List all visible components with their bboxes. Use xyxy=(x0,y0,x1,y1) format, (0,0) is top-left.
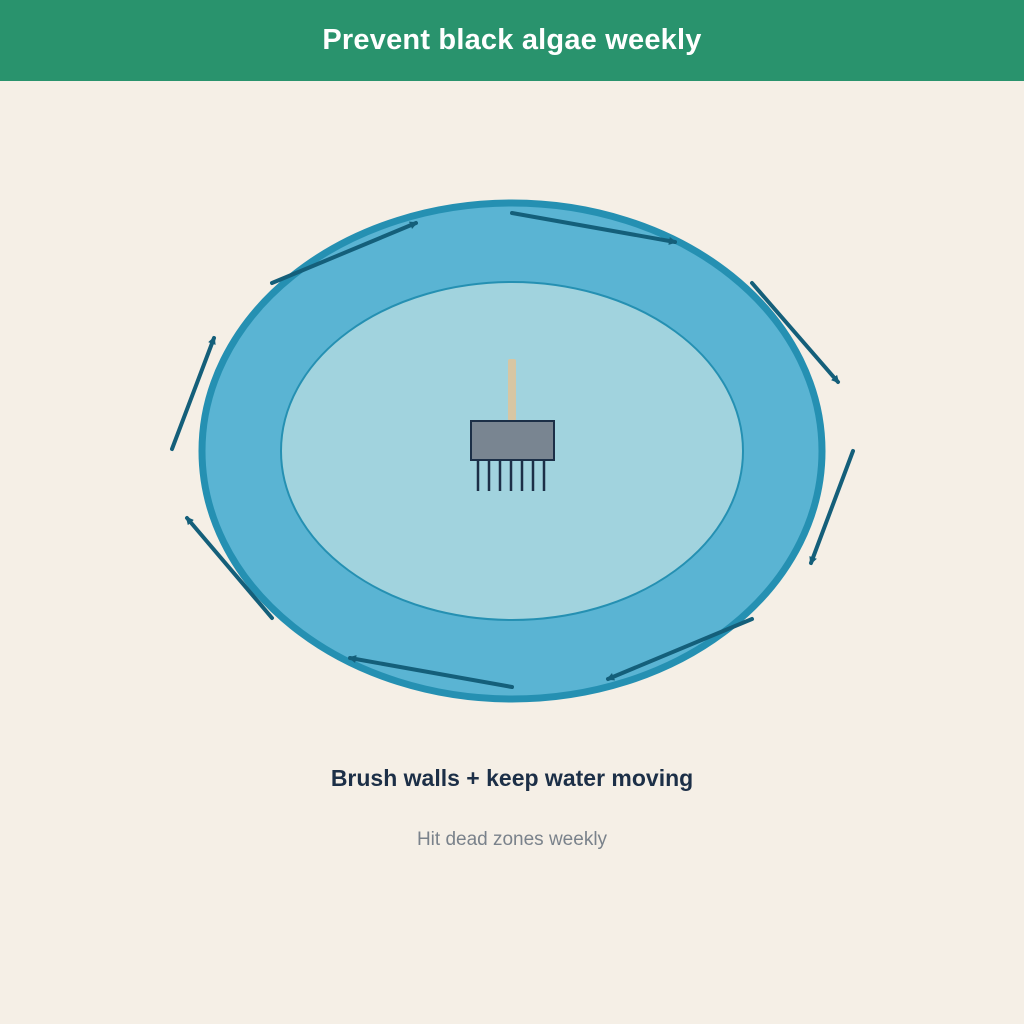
flow-arrow-icon xyxy=(185,516,274,620)
flow-arrow-icon xyxy=(170,336,216,451)
caption-main: Brush walls + keep water moving xyxy=(330,765,694,791)
flow-arrow-icon xyxy=(510,211,677,245)
flow-arrow-icon xyxy=(270,221,418,285)
brush-head xyxy=(470,420,555,461)
pool-brush-icon xyxy=(470,359,555,491)
flow-arrow-icon xyxy=(348,655,514,689)
caption-sub: Hit dead zones weekly xyxy=(416,829,608,850)
header-bar: Prevent black algae weekly xyxy=(0,0,1024,81)
flow-arrow-icon xyxy=(809,449,855,565)
brush-handle xyxy=(508,359,516,421)
flow-arrow-icon xyxy=(750,281,840,384)
brush-bristles xyxy=(476,461,546,491)
page-title: Prevent black algae weekly xyxy=(322,24,702,56)
flow-arrow-icon xyxy=(606,617,754,681)
water-flow-arrows xyxy=(170,211,855,689)
